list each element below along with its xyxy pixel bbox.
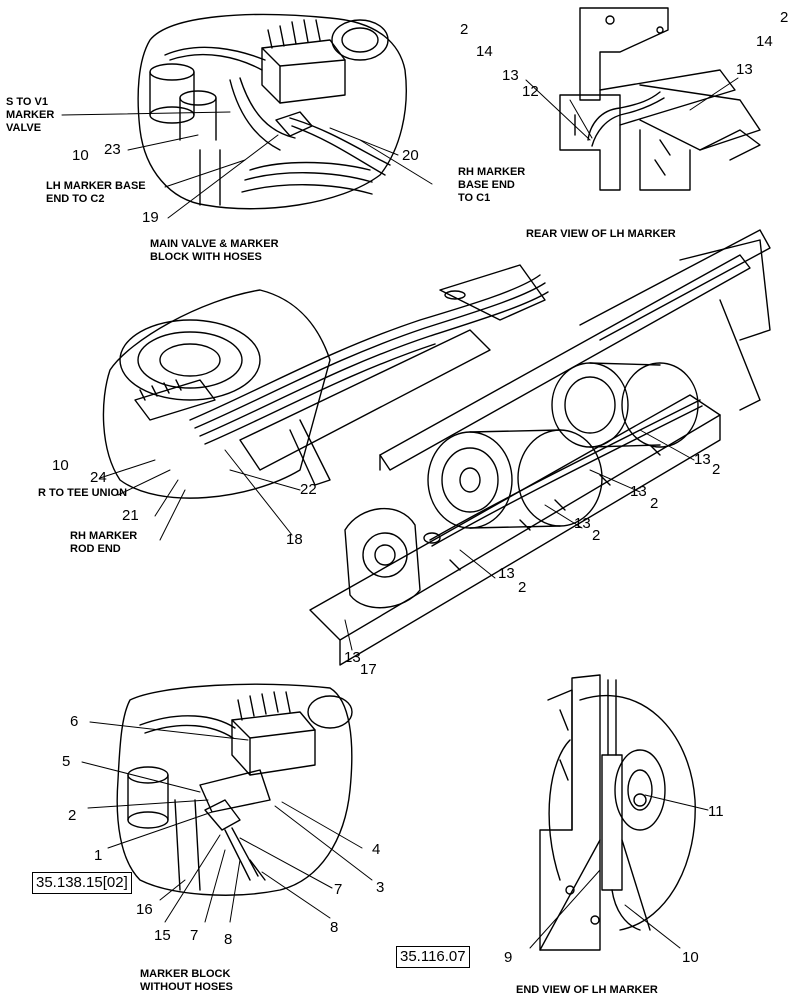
callout-number: 8: [330, 919, 339, 936]
callout-number: 23: [104, 141, 121, 158]
callout-number: 19: [142, 209, 159, 226]
callout-number: 2: [68, 807, 77, 824]
callout-number: 14: [476, 43, 493, 60]
callout-number: 15: [154, 927, 171, 944]
callout-number: 13: [344, 649, 361, 666]
end-view-lh-marker: [539, 674, 696, 951]
callout-number: 10: [52, 457, 69, 474]
reference-box[interactable]: 35.138.15[02]: [32, 872, 132, 894]
callout-number: 16: [136, 901, 153, 918]
callout-number: 12: [522, 83, 539, 100]
callout-number: 10: [682, 949, 699, 966]
caption-marker-block: MARKER BLOCK WITHOUT HOSES: [140, 968, 233, 993]
label-rh-base: RH MARKER BASE END TO C1: [458, 166, 526, 204]
callout-number: 20: [402, 147, 419, 164]
callout-number: 13: [498, 565, 515, 582]
callout-number: 17: [360, 661, 377, 678]
label-lh-base: LH MARKER BASE END TO C2: [46, 180, 146, 205]
callout-number: 2: [460, 21, 469, 38]
callout-number: 14: [756, 33, 773, 50]
callout-number: 10: [72, 147, 89, 164]
main-valve-view: [137, 13, 407, 210]
callout-number: 22: [300, 481, 317, 498]
callout-number: 5: [62, 753, 71, 770]
callout-number: 18: [286, 531, 303, 548]
callout-number: 24: [90, 469, 107, 486]
caption-main-valve: MAIN VALVE & MARKER BLOCK WITH HOSES: [150, 238, 279, 263]
rear-view-lh-marker: [559, 7, 761, 191]
marker-block-view: [116, 683, 353, 896]
callout-number: 11: [708, 803, 724, 820]
reference-box[interactable]: 35.116.07: [396, 946, 470, 968]
callout-number: 21: [122, 507, 139, 524]
callout-number: 7: [334, 881, 343, 898]
callout-number: 4: [372, 841, 381, 858]
callout-number: 8: [224, 931, 233, 948]
caption-end-lh: END VIEW OF LH MARKER: [516, 984, 658, 996]
label-r-tee-union: R TO TEE UNION: [38, 487, 128, 499]
callout-number: 9: [504, 949, 513, 966]
marker-assembly-view: [102, 229, 771, 666]
callout-number: 3: [376, 879, 385, 896]
label-s-to-v1: S TO V1 MARKER VALVE: [6, 96, 55, 134]
callout-number: 2: [712, 461, 721, 478]
label-rh-rod-end: RH MARKER ROD END: [70, 530, 138, 555]
callout-number: 1: [94, 847, 103, 864]
callout-number: 13: [736, 61, 753, 78]
callout-number: 13: [574, 515, 591, 532]
callout-number: 2: [592, 527, 601, 544]
caption-rear-lh: REAR VIEW OF LH MARKER: [526, 228, 676, 240]
callout-number: 7: [190, 927, 199, 944]
callout-number: 6: [70, 713, 79, 730]
callout-number: 13: [630, 483, 647, 500]
callout-number: 2: [780, 9, 789, 26]
callout-number: 13: [694, 451, 711, 468]
callout-number: 2: [650, 495, 659, 512]
callout-number: 13: [502, 67, 519, 84]
callout-number: 2: [518, 579, 527, 596]
